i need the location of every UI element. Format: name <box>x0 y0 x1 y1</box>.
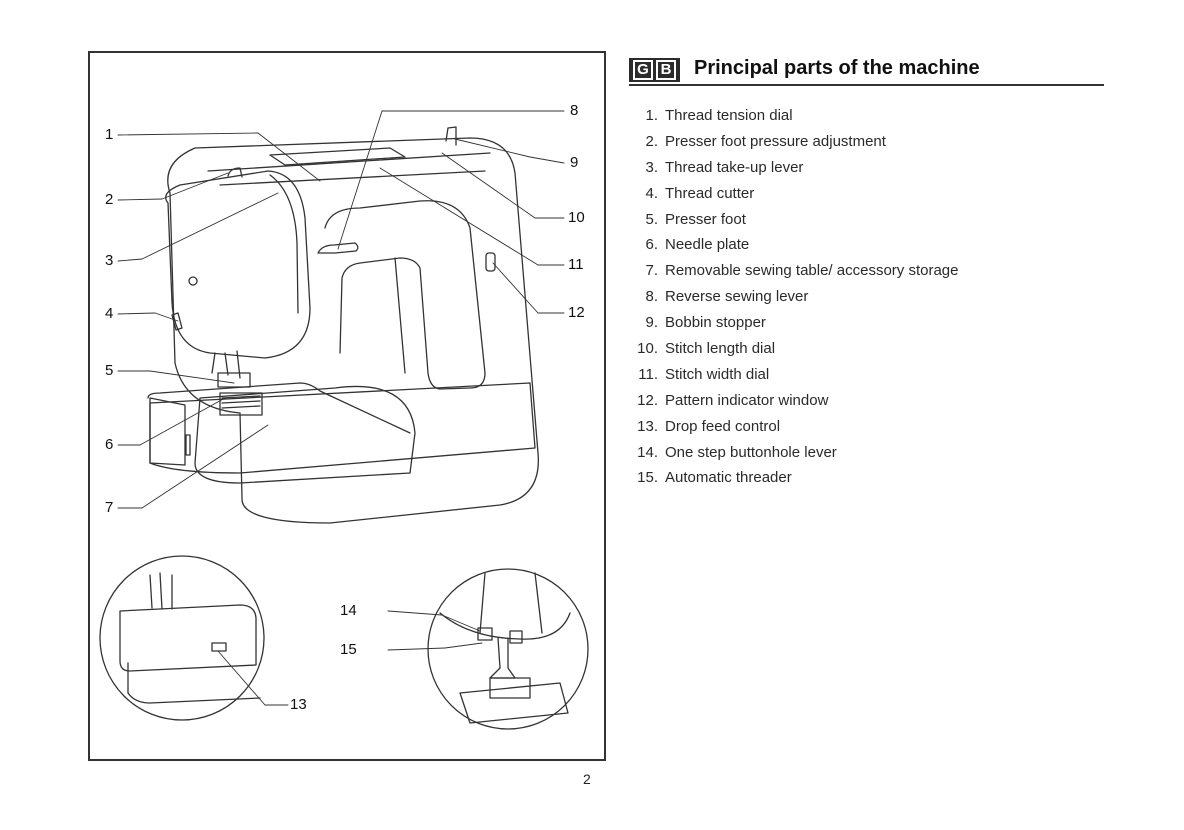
callout-3: 3 <box>105 252 114 269</box>
section-header: G B Principal parts of the machine <box>629 56 1104 86</box>
item-number: 14. <box>637 443 658 461</box>
callout-8: 8 <box>570 102 579 119</box>
item-label: Pattern indicator window <box>665 391 829 409</box>
item-number: 1. <box>645 107 658 124</box>
callout-10: 10 <box>568 209 585 226</box>
callout-15: 15 <box>340 641 357 658</box>
language-badge-letter: G <box>633 60 653 80</box>
item-number: 4. <box>645 184 658 202</box>
item-number: 7. <box>645 262 658 280</box>
item-number: 2. <box>645 132 658 150</box>
list-item: 7. Removable sewing table/ accessory stor… <box>628 258 958 284</box>
item-label: Reverse sewing lever <box>665 288 809 306</box>
item-number: 3. <box>645 158 658 176</box>
list-item: 10. Stitch length dial <box>628 336 958 362</box>
list-item: 13. Drop feed control <box>628 414 958 440</box>
item-number: 6. <box>645 236 658 254</box>
list-item: 12. Pattern indicator window <box>628 388 958 414</box>
callout-2: 2 <box>105 191 114 208</box>
list-item: 5. Presser foot <box>628 207 958 233</box>
machine-illustration-frame: 1 2 3 4 5 6 7 8 9 10 11 12 13 14 15 <box>88 51 606 761</box>
item-label: Presser foot pressure adjustment <box>665 132 886 150</box>
callout-5: 5 <box>105 362 114 379</box>
item-label: Automatic threader <box>665 469 792 487</box>
list-item: 14. One step buttonhole lever <box>628 440 958 466</box>
item-label: Thread cutter <box>665 184 755 202</box>
callout-11: 11 <box>568 256 584 273</box>
list-item: 6. Needle plate <box>628 232 958 258</box>
callout-6: 6 <box>105 436 114 453</box>
item-label: Drop feed control <box>665 417 781 435</box>
callout-14: 14 <box>340 602 357 619</box>
item-number: 10. <box>637 340 658 358</box>
sewing-machine-illustration <box>99 110 589 730</box>
item-label: Bobbin stopper <box>665 314 766 332</box>
item-label: Stitch width dial <box>665 365 770 383</box>
list-item: 8. Reverse sewing lever <box>628 284 958 310</box>
callout-1: 1 <box>105 126 114 143</box>
list-item: 3. Thread take-up lever <box>628 155 958 181</box>
callout-13: 13 <box>290 696 307 713</box>
callout-9: 9 <box>570 154 579 171</box>
item-number: 13. <box>637 417 658 435</box>
item-label: Removable sewing table/ accessory storag… <box>665 262 959 280</box>
item-number: 15. <box>637 469 658 487</box>
list-item: 4. Thread cutter <box>628 181 958 207</box>
item-number: 12. <box>637 391 658 409</box>
language-badge: G B <box>629 58 680 82</box>
page-number: 2 <box>583 771 591 787</box>
list-item: 2. Presser foot pressure adjustment <box>628 129 958 155</box>
callout-7: 7 <box>105 499 114 516</box>
item-label: Thread tension dial <box>665 107 793 124</box>
section-title: Principal parts of the machine <box>694 57 980 79</box>
item-label: One step buttonhole lever <box>665 443 837 461</box>
callout-12: 12 <box>568 304 585 321</box>
item-label: Needle plate <box>665 236 750 254</box>
item-number: 5. <box>645 210 658 228</box>
item-label: Thread take-up lever <box>665 158 804 176</box>
item-label: Presser foot <box>665 210 746 228</box>
language-badge-letter: B <box>656 60 676 80</box>
list-item: 15. Automatic threader <box>628 465 958 491</box>
list-item: 11. Stitch width dial <box>628 362 958 388</box>
item-number: 9. <box>645 314 658 332</box>
item-number: 11. <box>638 365 658 383</box>
item-label: Stitch length dial <box>665 340 776 358</box>
callout-4: 4 <box>105 305 114 322</box>
list-item: 9. Bobbin stopper <box>628 310 958 336</box>
item-number: 8. <box>645 288 658 306</box>
parts-list: 1. Thread tension dial 2. Presser foot pre… <box>628 103 958 491</box>
list-item: 1. Thread tension dial <box>628 103 958 129</box>
